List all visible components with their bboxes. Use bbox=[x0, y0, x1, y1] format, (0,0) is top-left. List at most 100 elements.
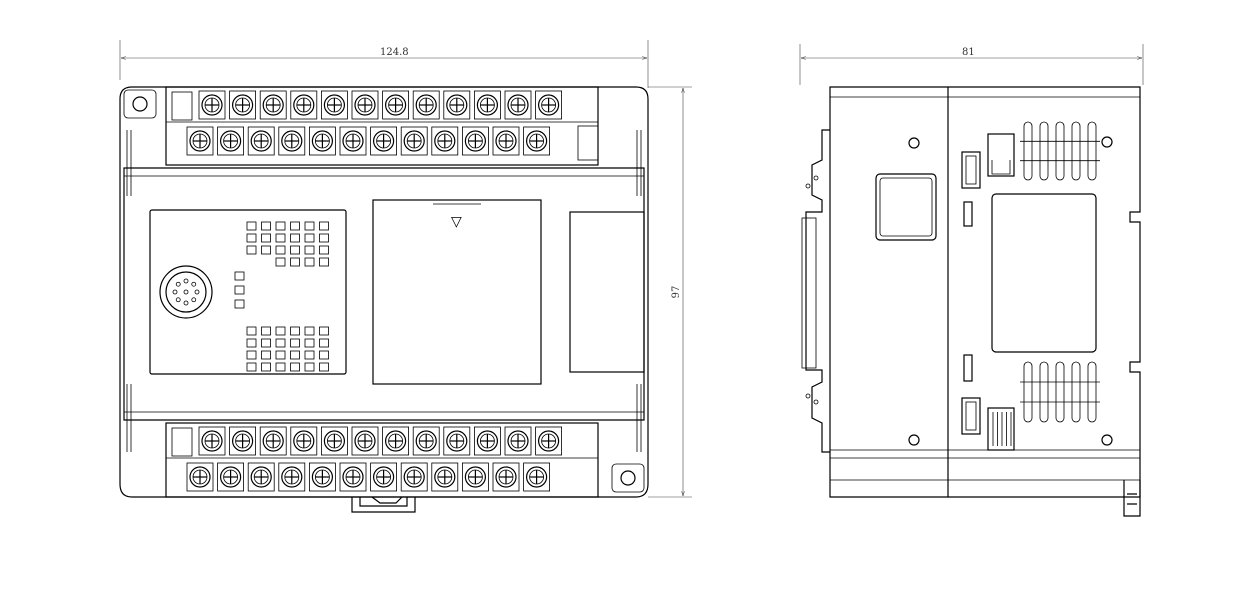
connector-pin bbox=[194, 289, 200, 295]
led-indicator bbox=[261, 233, 271, 243]
side-depth-dimension: 81 bbox=[799, 44, 1144, 85]
led-indicator bbox=[290, 326, 300, 336]
front-width-dimension: 124.8 bbox=[119, 40, 649, 88]
expansion-cover: ▽ bbox=[372, 199, 542, 385]
terminal-screw bbox=[278, 126, 306, 156]
led-indicator bbox=[304, 350, 315, 360]
front-view: ▽ bbox=[119, 86, 649, 513]
led-indicator bbox=[304, 362, 315, 372]
led-indicator bbox=[275, 326, 286, 336]
terminal-screw bbox=[198, 426, 226, 456]
status-leds bbox=[234, 271, 245, 309]
mounting-hole-top-left bbox=[123, 89, 157, 119]
terminal-screw bbox=[382, 90, 410, 120]
led-indicator bbox=[261, 362, 271, 372]
side-jack bbox=[987, 133, 1015, 177]
led-indicator bbox=[319, 257, 329, 267]
terminal-screw bbox=[492, 126, 520, 156]
terminal-screw bbox=[186, 462, 214, 492]
led-indicator bbox=[304, 233, 315, 243]
terminal-screw bbox=[217, 462, 245, 492]
terminal-screw bbox=[259, 426, 287, 456]
vent-slot bbox=[1039, 121, 1049, 181]
terminal-screw bbox=[492, 462, 520, 492]
terminal-screw bbox=[523, 462, 550, 492]
terminal-screw bbox=[290, 90, 318, 120]
led-indicator bbox=[275, 221, 286, 231]
front-width-label: 124.8 bbox=[380, 47, 409, 58]
terminal-screw bbox=[504, 426, 532, 456]
vent-slot bbox=[1039, 361, 1049, 423]
terminal-screw bbox=[461, 462, 489, 492]
side-panel bbox=[569, 211, 645, 373]
led-grid-bottom bbox=[246, 326, 329, 372]
terminal-screw bbox=[443, 90, 471, 120]
terminal-screw bbox=[351, 90, 379, 120]
terminal-screw bbox=[247, 126, 275, 156]
terminal-screw bbox=[473, 90, 501, 120]
connector-pin bbox=[172, 289, 178, 295]
connector-pin bbox=[175, 297, 181, 303]
led-indicator bbox=[246, 338, 257, 348]
side-depth-label: 81 bbox=[962, 47, 975, 58]
terminal-screw bbox=[504, 90, 532, 120]
connector-pin bbox=[175, 281, 181, 287]
led-indicator bbox=[290, 221, 300, 231]
terminal-screw bbox=[290, 426, 318, 456]
led-indicator bbox=[275, 350, 286, 360]
led-indicator bbox=[304, 338, 315, 348]
led-indicator bbox=[290, 338, 300, 348]
connector-pin bbox=[191, 297, 197, 303]
terminal-screw bbox=[370, 462, 398, 492]
terminal-screw bbox=[308, 462, 336, 492]
led-indicator bbox=[304, 257, 315, 267]
terminal-screw bbox=[400, 462, 428, 492]
vent-group-bottom bbox=[1020, 361, 1100, 423]
side-label-area bbox=[991, 193, 1097, 353]
programming-port bbox=[159, 265, 213, 319]
led-indicator bbox=[290, 233, 300, 243]
led-indicator bbox=[290, 257, 300, 267]
led-indicator bbox=[319, 221, 329, 231]
side-view bbox=[801, 86, 1141, 517]
led-indicator bbox=[319, 233, 329, 243]
led-indicator bbox=[304, 326, 315, 336]
terminal-row-bottom-lower bbox=[186, 462, 550, 492]
terminal-row-bottom-upper bbox=[198, 426, 562, 456]
mounting-hole-bottom-right bbox=[611, 463, 645, 493]
terminal-screw bbox=[339, 462, 367, 492]
terminal-screw bbox=[259, 90, 287, 120]
terminal-screw bbox=[535, 90, 562, 120]
led-indicator bbox=[319, 326, 329, 336]
terminal-screw bbox=[412, 90, 440, 120]
terminal-screw bbox=[339, 126, 367, 156]
connector-pin bbox=[183, 278, 189, 284]
terminal-screw bbox=[431, 126, 459, 156]
terminal-screw bbox=[308, 126, 336, 156]
terminal-screw bbox=[431, 462, 459, 492]
led-indicator bbox=[275, 338, 286, 348]
terminal-screw bbox=[351, 426, 379, 456]
din-clip bbox=[351, 496, 416, 513]
bottom-terminal-block bbox=[165, 422, 599, 498]
led-indicator bbox=[290, 362, 300, 372]
terminal-screw bbox=[229, 90, 257, 120]
led-indicator bbox=[275, 362, 286, 372]
led-indicator bbox=[261, 326, 271, 336]
led-indicator bbox=[246, 350, 257, 360]
led-indicator bbox=[290, 245, 300, 255]
terminal-screw bbox=[535, 426, 562, 456]
vent-group-top bbox=[1020, 121, 1100, 181]
terminal-screw bbox=[320, 90, 348, 120]
vent-slot bbox=[1023, 121, 1033, 181]
height-label: 97 bbox=[671, 286, 682, 299]
led-indicator bbox=[261, 245, 271, 255]
terminal-screw bbox=[217, 126, 245, 156]
vent-slot bbox=[1023, 361, 1033, 423]
terminal-screw bbox=[400, 126, 428, 156]
vent-slot bbox=[1071, 361, 1081, 423]
connector-pin bbox=[191, 281, 197, 287]
terminal-screw bbox=[412, 426, 440, 456]
vent-slot bbox=[1087, 121, 1097, 181]
